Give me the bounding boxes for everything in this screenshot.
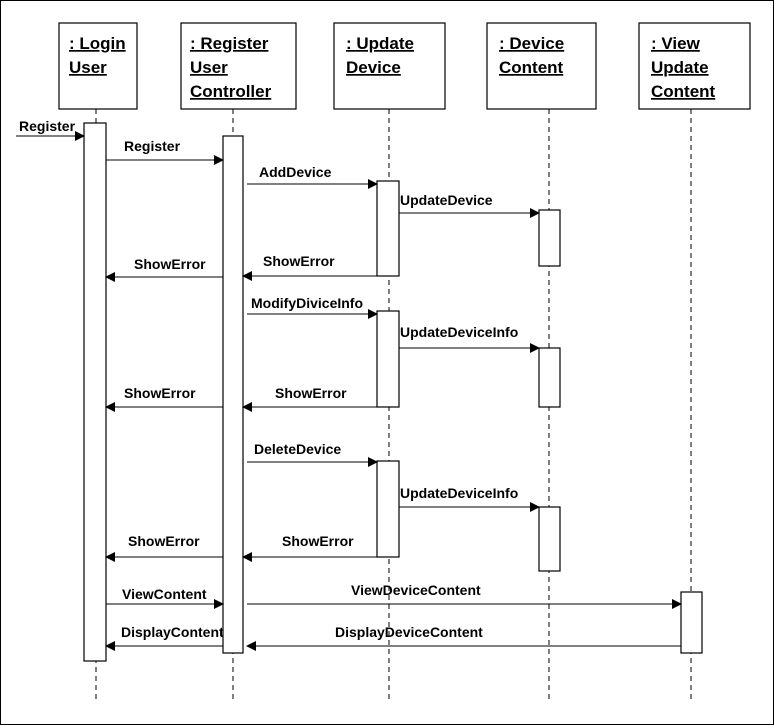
object-device-content-line-1: : Device (499, 34, 564, 53)
message-update-device-info-1: UpdateDeviceInfo (399, 324, 540, 353)
message-register-external: Register (16, 118, 85, 141)
message-view-content: ViewContent (106, 586, 224, 609)
activation-register-controller (222, 135, 244, 654)
message-label: DeleteDevice (254, 441, 341, 457)
object-view-update-content: : View Update Content (638, 22, 751, 110)
message-label: ShowError (134, 256, 206, 272)
object-device-content: : Device Content (486, 22, 597, 110)
message-view-device-content: ViewDeviceContent (247, 582, 682, 609)
message-register: Register (106, 138, 224, 165)
message-update-device-info-2: UpdateDeviceInfo (399, 485, 540, 512)
activation-device-content-2 (538, 347, 561, 408)
object-login-user: : Login User (58, 22, 138, 110)
object-view-line-1: : View (651, 34, 701, 53)
object-register-user-controller: : Register User Controller (180, 22, 297, 110)
activation-view-update-content (680, 591, 703, 654)
message-modify-divice-info: ModifyDiviceInfo (247, 295, 378, 319)
message-label: DisplayDeviceContent (335, 624, 483, 640)
object-view-line-2: Update (651, 58, 709, 77)
object-login-user-line-1: : Login (69, 34, 126, 53)
object-register-line-2: User (190, 58, 228, 77)
message-display-content: DisplayContent (105, 624, 224, 651)
message-label: UpdateDevice (400, 192, 493, 208)
activation-update-device-3 (376, 460, 400, 558)
object-register-line-3: Controller (190, 82, 272, 101)
message-display-device-content: DisplayDeviceContent (246, 624, 681, 651)
message-label: Register (124, 138, 181, 154)
message-label: UpdateDeviceInfo (400, 485, 518, 501)
activation-update-device-1 (376, 180, 400, 277)
message-show-error-3b: ShowError (105, 533, 223, 562)
message-label: UpdateDeviceInfo (400, 324, 518, 340)
message-show-error-1b: ShowError (105, 256, 223, 282)
activation-login-user (83, 122, 107, 662)
message-add-device: AddDevice (247, 164, 378, 189)
object-view-line-3: Content (651, 82, 716, 101)
message-label: ModifyDiviceInfo (251, 295, 363, 311)
message-update-device: UpdateDevice (399, 192, 540, 218)
object-login-user-line-2: User (69, 58, 107, 77)
activation-device-content-1 (538, 209, 561, 267)
message-delete-device: DeleteDevice (247, 441, 378, 467)
message-label: ShowError (275, 385, 347, 401)
activation-device-content-3 (538, 506, 561, 572)
object-device-content-line-2: Content (499, 58, 564, 77)
message-label: Register (19, 118, 76, 134)
message-label: ViewContent (122, 586, 207, 602)
activation-update-device-2 (376, 310, 400, 408)
message-show-error-2a: ShowError (242, 385, 377, 412)
object-update-device: : Update Device (333, 22, 446, 110)
message-label: ViewDeviceContent (351, 582, 481, 598)
message-label: AddDevice (259, 164, 332, 180)
message-label: DisplayContent (121, 624, 224, 640)
message-show-error-3a: ShowError (242, 533, 377, 562)
object-update-device-line-1: : Update (346, 34, 414, 53)
message-show-error-2b: ShowError (105, 385, 223, 412)
message-show-error-1a: ShowError (242, 253, 377, 281)
message-label: ShowError (128, 533, 200, 549)
message-label: ShowError (282, 533, 354, 549)
message-label: ShowError (263, 253, 335, 269)
message-label: ShowError (124, 385, 196, 401)
object-register-line-1: : Register (190, 34, 269, 53)
object-update-device-line-2: Device (346, 58, 401, 77)
